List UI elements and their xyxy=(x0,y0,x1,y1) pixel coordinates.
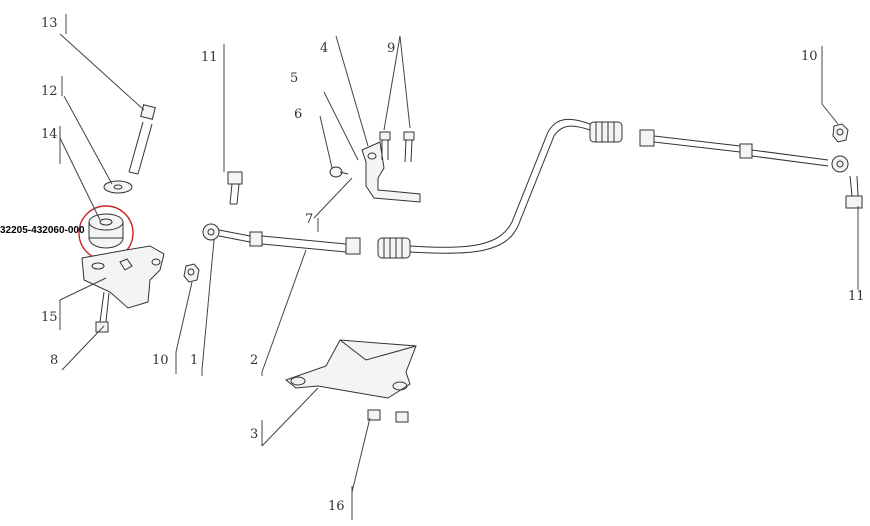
part-10-nut-right xyxy=(832,123,849,143)
part-14-rubber-mount xyxy=(88,213,124,249)
callout-9: 9 xyxy=(387,41,395,56)
callout-1: 1 xyxy=(190,353,198,368)
callout-2: 2 xyxy=(250,353,258,368)
callout-8: 8 xyxy=(50,353,58,368)
part-6-washer xyxy=(329,166,349,178)
part-3-plate xyxy=(284,339,417,399)
part-11-bolt-left xyxy=(227,171,243,205)
part-2-cable xyxy=(202,118,849,259)
callout-11-right: 11 xyxy=(848,289,865,304)
part-4-bracket xyxy=(361,141,421,203)
part-11-bolt-right xyxy=(845,175,863,209)
callout-5: 5 xyxy=(290,71,298,86)
part-12-washer xyxy=(103,180,133,194)
callout-4: 4 xyxy=(320,41,328,56)
callout-6: 6 xyxy=(294,107,302,122)
callout-14: 14 xyxy=(41,127,58,142)
callout-13: 13 xyxy=(41,16,58,31)
part-13-bolt xyxy=(128,104,156,175)
part-8-bolt xyxy=(95,291,110,333)
part-10-nut-left xyxy=(183,263,200,283)
callout-10-left: 10 xyxy=(152,353,169,368)
callout-15: 15 xyxy=(41,310,58,325)
leader-lines xyxy=(59,14,859,520)
callout-12: 12 xyxy=(41,84,58,99)
callout-16: 16 xyxy=(328,499,345,514)
part-9-bolts xyxy=(379,131,415,163)
callout-labels: 13 12 14 15 8 11 10 1 2 3 4 5 6 7 9 16 1… xyxy=(41,16,865,514)
part-16-spacers xyxy=(367,409,409,423)
callout-11-left: 11 xyxy=(201,50,218,65)
callout-10-right: 10 xyxy=(801,49,818,64)
callout-7: 7 xyxy=(305,212,313,227)
part-15-bracket xyxy=(81,245,165,309)
callout-3: 3 xyxy=(250,427,258,442)
part-number-label: 32205-432060-000 xyxy=(0,225,85,236)
